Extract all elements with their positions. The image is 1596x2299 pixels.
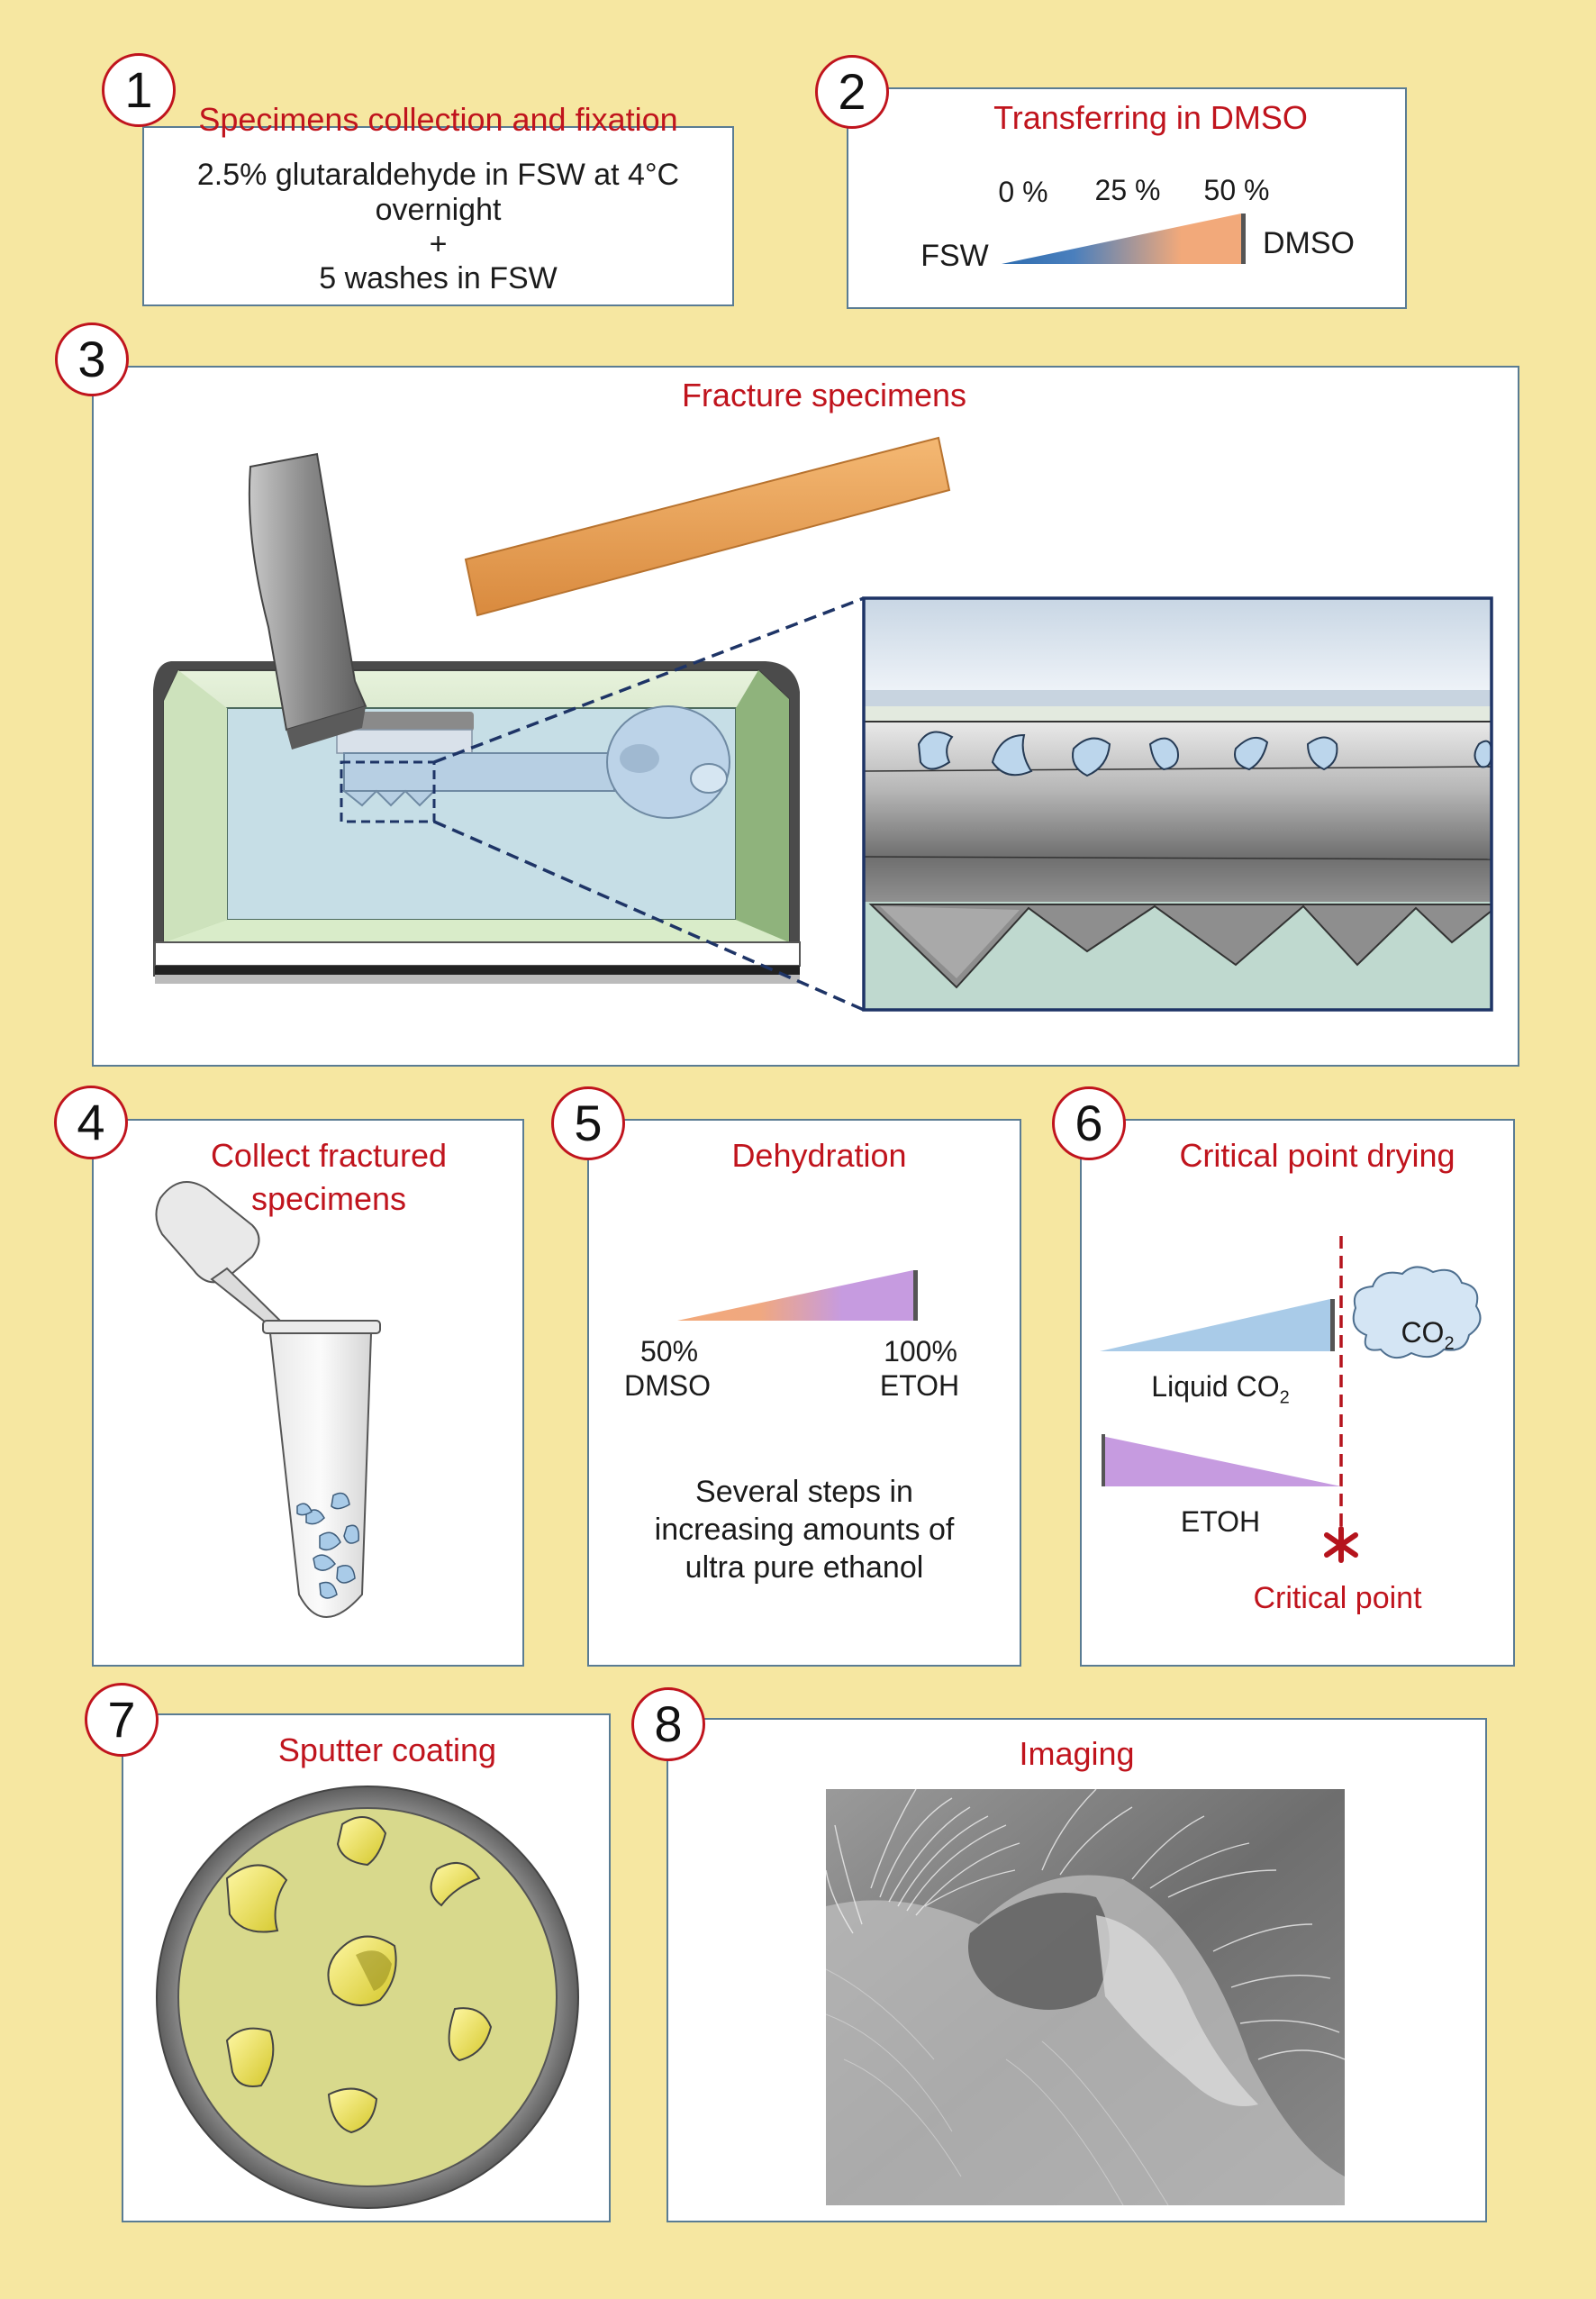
step1-line3: 5 washes in FSW [319,261,558,295]
step4-title-line2: specimens [250,1180,407,1217]
co2-cloud-text: CO [1401,1316,1445,1349]
step2-panel [847,87,1407,309]
step6-number: 6 [1052,1086,1126,1160]
step6-title: Critical point drying [1179,1137,1455,1174]
step2-title: Transferring in DMSO [993,99,1308,136]
step5-title: Dehydration [731,1137,907,1174]
step4-title-line1: Collect fractured [210,1137,448,1174]
step7-title: Sputter coating [277,1731,497,1768]
step5-end-label: ETOH [879,1369,960,1402]
step1-line1: 2.5% glutaraldehyde in FSW at 4°C [196,158,680,192]
step6-diagram [1100,1236,1482,1563]
step5-panel [587,1119,1021,1667]
step5-start-pct: 50% [639,1335,699,1368]
step8-title: Imaging [1019,1735,1135,1772]
sem-stub-icon [156,1786,579,2209]
step6-cloud-label: CO2 [1378,1315,1477,1360]
asterisk-icon [1324,1526,1358,1563]
step1-plus: + [429,227,448,261]
step6-critical-label: Critical point [1253,1581,1422,1615]
liquid-co2-sub: 2 [1279,1387,1290,1408]
sem-micrograph [826,1789,1345,2205]
step3-title: Fracture specimens [681,377,967,413]
step6-panel [1080,1119,1515,1667]
zoom-inset [862,596,1493,1012]
step2-gradient-wedge [1002,214,1246,264]
step2-pct25: 25 % [1094,174,1161,206]
key-icon [341,705,730,819]
liquid-co2-text: Liquid CO [1151,1370,1280,1403]
step5-number: 5 [551,1086,625,1160]
step5-desc1: Several steps in [695,1475,913,1509]
step5-desc3: ultra pure ethanol [685,1550,924,1585]
step5-desc2: increasing amounts of [654,1513,955,1547]
step3-number: 3 [55,323,129,396]
fracture-illustration [153,436,1493,1012]
tube-icon [155,1181,381,1618]
hammer-icon [248,436,951,750]
step2-fsw-label: FSW [920,239,989,273]
step5-start-label: DMSO [624,1369,711,1402]
step2-dmso-label: DMSO [1263,226,1355,260]
cloud-icon [1352,1266,1482,1359]
step2-pct50: 50 % [1203,174,1270,206]
step2-pct0: 0 % [998,176,1048,208]
step1-panel [142,126,734,306]
step5-gradient-wedge [677,1270,918,1321]
step1-title: Specimens collection and fixation [198,101,678,138]
step6-etoh-label: ETOH [1180,1505,1261,1538]
step5-end-pct: 100% [884,1335,957,1368]
step1-number: 1 [102,53,176,127]
step4-number: 4 [54,1086,128,1159]
step1-line2: overnight [375,193,502,227]
step2-number: 2 [815,55,889,129]
step7-number: 7 [85,1683,159,1757]
vise-icon [153,661,801,984]
co2-cloud-sub: 2 [1444,1333,1455,1354]
step8-number: 8 [631,1687,705,1761]
step6-liquid-label: Liquid CO2 [1117,1369,1324,1414]
